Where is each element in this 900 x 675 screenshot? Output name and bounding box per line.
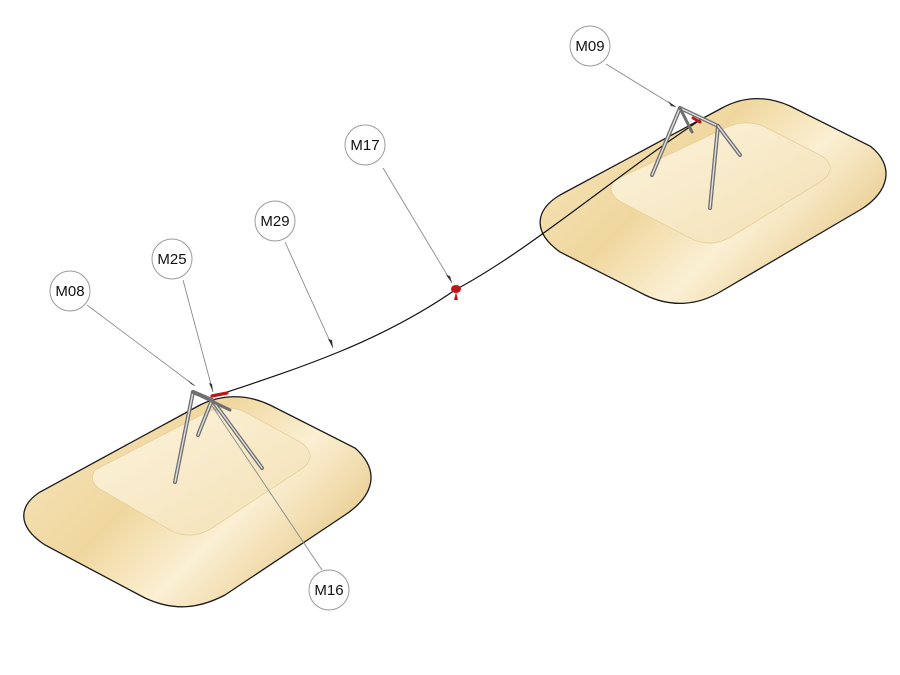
- callout-m16: M16: [308, 569, 350, 611]
- base-left: [23, 396, 372, 608]
- callout-m09: M09: [569, 25, 611, 67]
- marker-m09: [691, 116, 702, 124]
- callout-label-m16: M16: [314, 582, 343, 599]
- base-right: [539, 98, 887, 304]
- callout-m29: M29: [254, 200, 296, 242]
- callout-label-m29: M29: [260, 213, 289, 230]
- callout-label-m08: M08: [55, 283, 84, 300]
- callout-m08: M08: [49, 270, 91, 312]
- callout-label-m17: M17: [350, 137, 379, 154]
- callout-label-m25: M25: [157, 251, 186, 268]
- leader-lines: [86, 63, 677, 571]
- base-left-top: [92, 407, 311, 536]
- rod-frame-right: [650, 106, 742, 210]
- rod-frame-left: [173, 390, 264, 484]
- base-right-top: [610, 122, 831, 244]
- callout-m17: M17: [344, 124, 386, 166]
- callout-label-m09: M09: [575, 38, 604, 55]
- callout-m25: M25: [151, 238, 193, 280]
- clamp-m17: [451, 285, 461, 300]
- marker-m25: [210, 391, 229, 398]
